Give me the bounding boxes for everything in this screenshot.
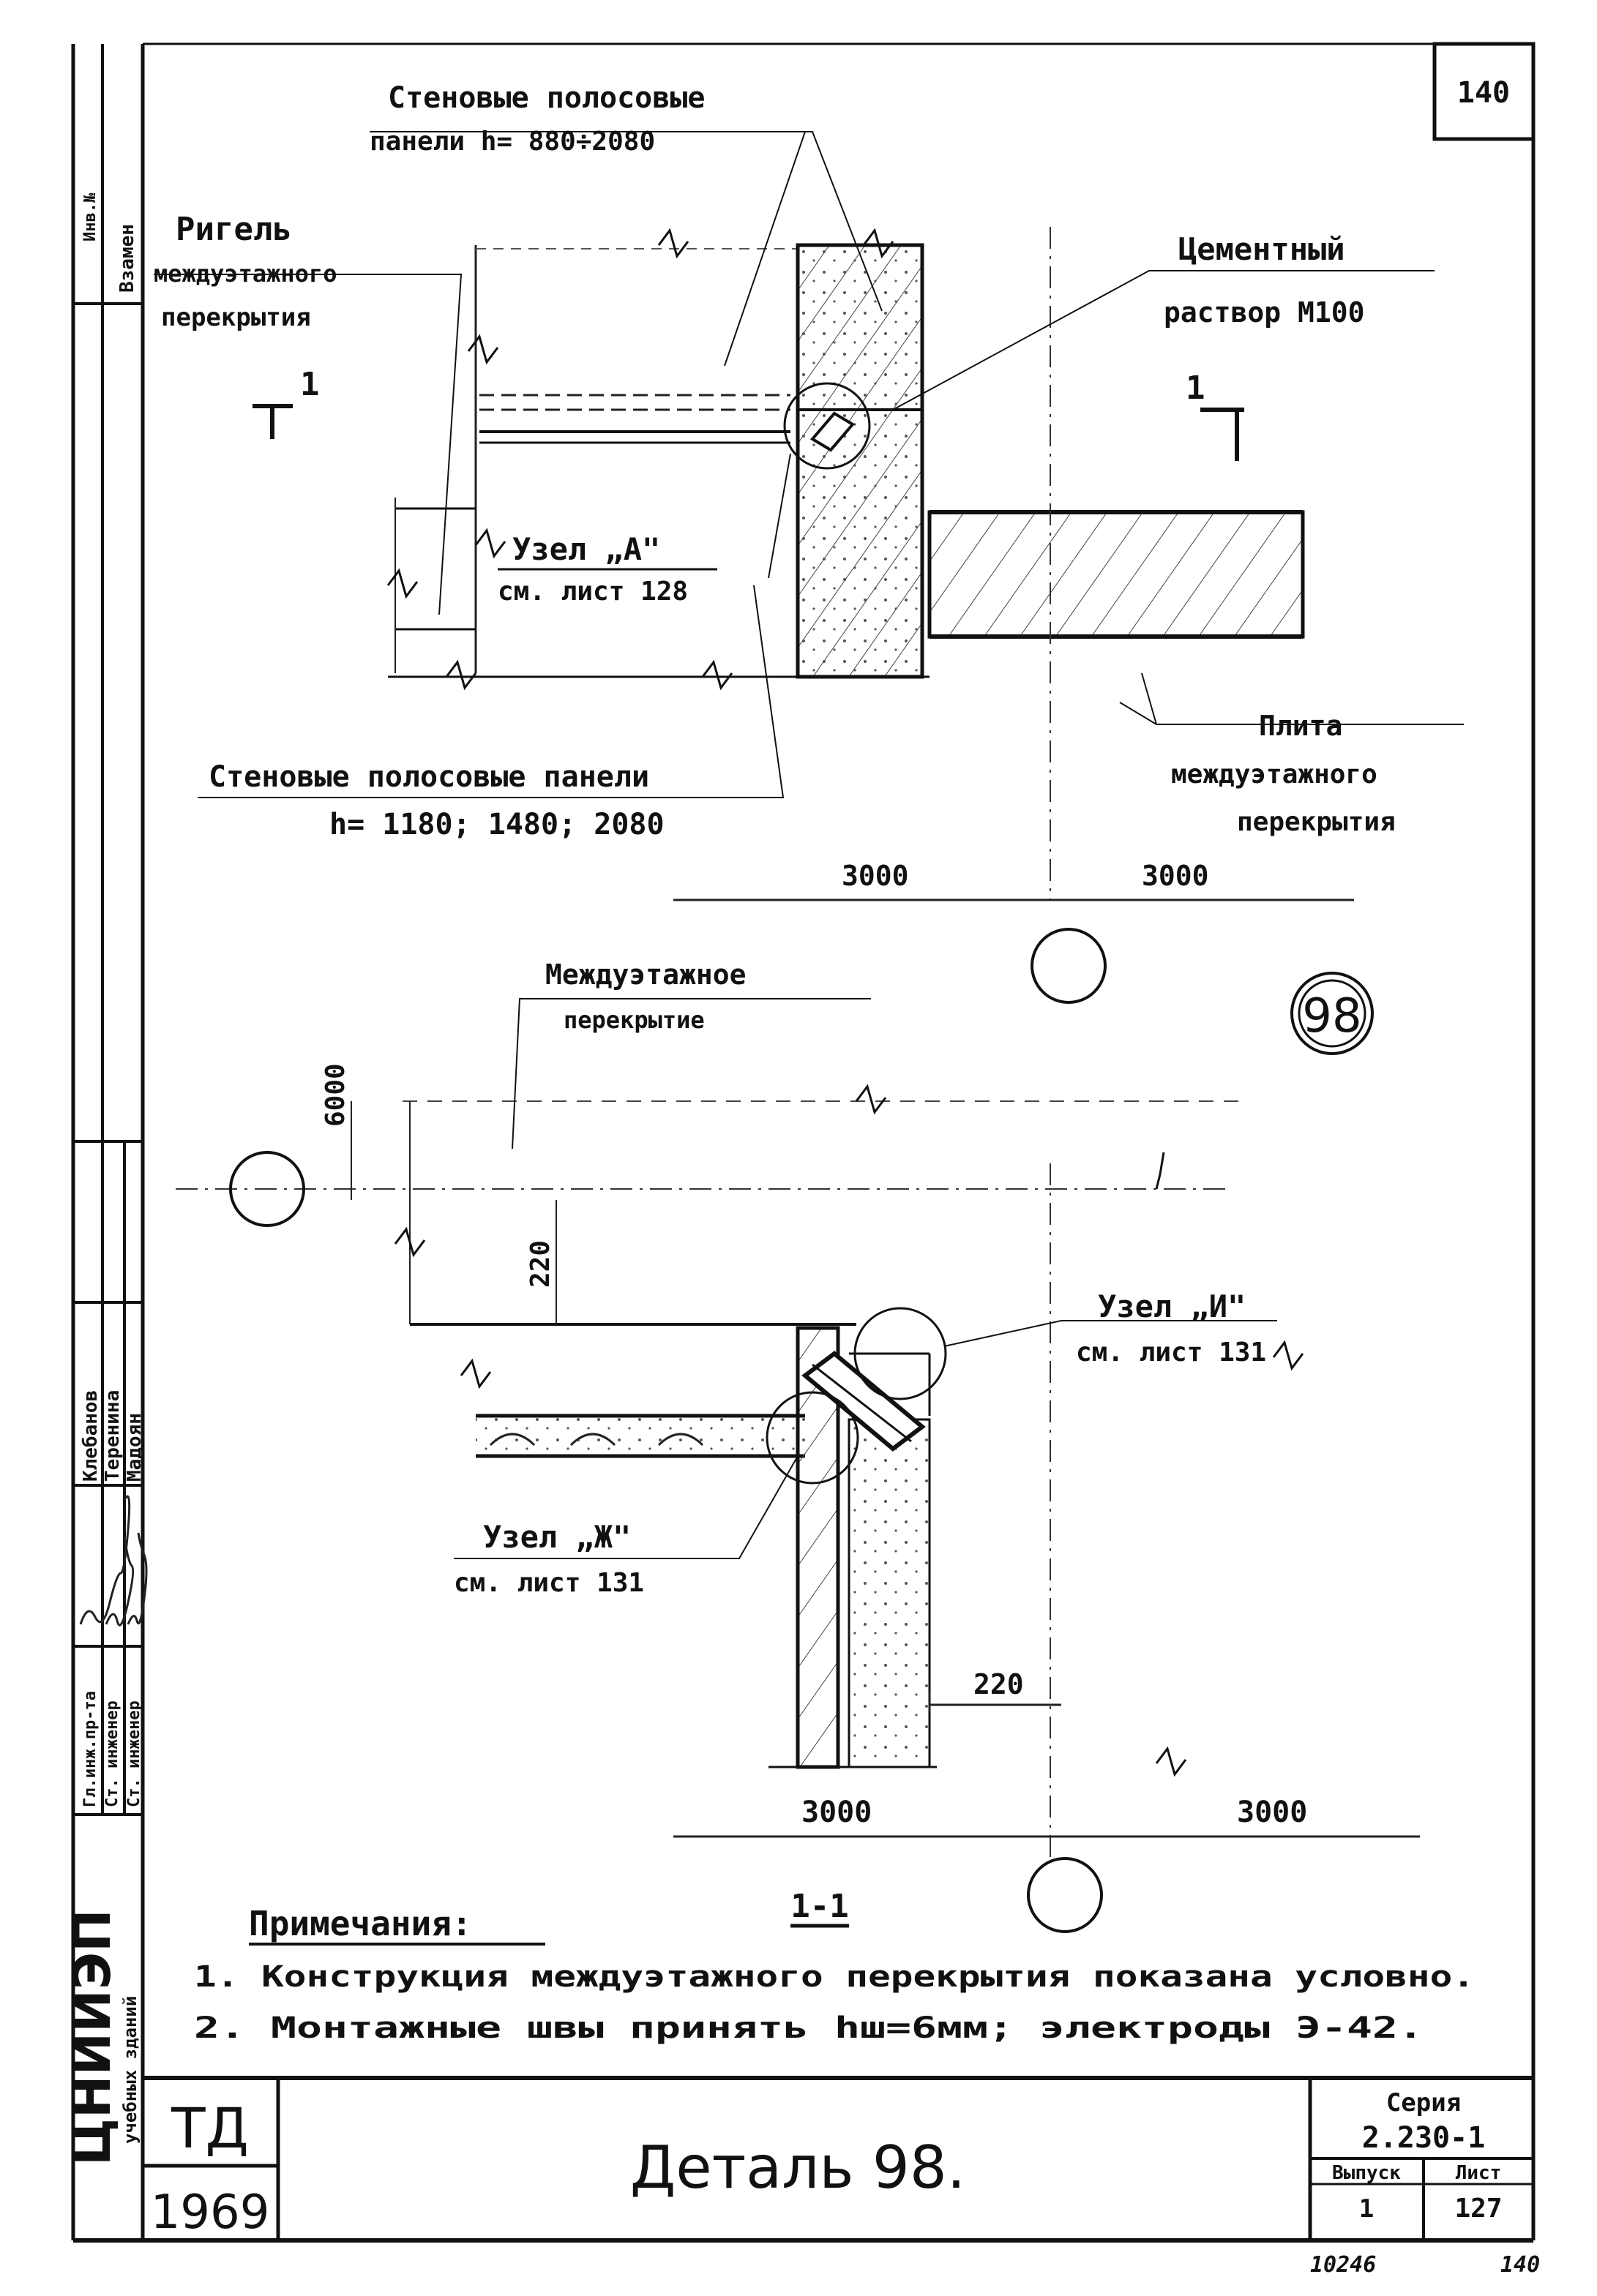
node-zh-line1: Узел „Ж" (483, 1519, 631, 1555)
vzamen-label: Взамен (116, 224, 138, 293)
node-a-line1: Узел „А" (512, 531, 660, 567)
dim-bottom-left: 3000 (801, 1796, 872, 1829)
org-subtitle: учебных зданий (120, 1996, 141, 2144)
dim-top-right: 3000 (1142, 860, 1209, 892)
sheet-value: 127 (1454, 2194, 1502, 2224)
wall-panels-top-line1: Стеновые полосовые (388, 81, 705, 115)
floor-line2: перекрытие (564, 1006, 705, 1034)
series-label: Серия (1386, 2088, 1461, 2117)
detail-badge-circle (1290, 972, 1374, 1055)
crossbar-line3: перекрытия (161, 303, 311, 332)
section-mark-left: 1 (300, 366, 320, 403)
stamp-row2-role: Ст. инженер (103, 1700, 121, 1807)
drawing-title: Деталь 98. (630, 2134, 965, 2202)
lower-section-view (176, 972, 1420, 1933)
dim-vertical-220: 220 (526, 1240, 556, 1288)
slab-line1: Плита (1259, 710, 1342, 742)
bottom-left-code: 10246 (1310, 2252, 1376, 2278)
axis-marker-bottom (1027, 1857, 1103, 1933)
bottom-right-code: 140 (1500, 2252, 1540, 2278)
slab-line3: перекрытия (1237, 807, 1396, 837)
notes-heading: Примечания: (249, 1904, 472, 1943)
td-label: ТД (171, 2096, 249, 2161)
slab-line2: междуэтажного (1171, 759, 1377, 789)
stamp-row3-role: Ст. инженер (125, 1700, 143, 1807)
note-item-2: 2. Монтажные швы принять hш=6мм; электро… (194, 2011, 1424, 2045)
wall-panels-top-line2: панели h= 880÷2080 (370, 127, 655, 157)
axis-marker-left (229, 1151, 305, 1227)
page-number: 140 (1457, 76, 1510, 110)
left-stamp-strip (73, 44, 143, 1816)
page-number-box (1432, 42, 1536, 141)
dim-horizontal-220: 220 (973, 1668, 1024, 1700)
series-value: 2.230-1 (1362, 2121, 1486, 2155)
sheet-frame (71, 42, 1536, 2243)
axis-marker-top (1031, 928, 1107, 1004)
note-item-1: 1. Конструкция междуэтажного перекрытия … (194, 1960, 1475, 1994)
node-i-line2: см. лист 131 (1076, 1338, 1266, 1368)
dim-bottom-right: 3000 (1237, 1796, 1307, 1829)
node-zh-circle (766, 1391, 859, 1485)
wall-panels-bottom-line1: Стеновые полосовые панели (209, 760, 649, 794)
node-a-circle (783, 382, 871, 470)
floor-line1: Междуэтажное (545, 958, 747, 991)
crossbar-line1: Ригель (176, 211, 292, 248)
issue-value: 1 (1359, 2194, 1374, 2224)
stamp-row2-name: Теренина (102, 1390, 124, 1482)
inv-label: Инв.№ (81, 192, 100, 241)
dim-vertical-6000: 6000 (321, 1063, 351, 1127)
title-block (143, 2076, 1533, 2240)
issue-label: Выпуск (1332, 2162, 1401, 2184)
node-i-circle (853, 1307, 947, 1400)
stamp-row1-role: Гл.инж.пр-та (81, 1691, 100, 1807)
mortar-line1: Цементный (1178, 231, 1345, 267)
stamp-signatures (79, 1495, 148, 1627)
sheet-label: Лист (1456, 2162, 1502, 2184)
dim-top-left: 3000 (842, 860, 909, 892)
mortar-line2: раствор М100 (1164, 296, 1365, 329)
year-label: 1969 (151, 2186, 270, 2240)
stamp-row1-name: Клебанов (80, 1390, 102, 1482)
upper-plan-view (154, 131, 1464, 1004)
wall-panels-bottom-line2: h= 1180; 1480; 2080 (329, 808, 665, 841)
section-label: 1-1 (790, 1888, 848, 1925)
stamp-row3-name: Мадоян (124, 1413, 146, 1482)
section-mark-right: 1 (1186, 369, 1205, 407)
node-zh-line2: см. лист 131 (454, 1568, 644, 1598)
node-i-line1: Узел „И" (1098, 1288, 1246, 1324)
org-name: ЦНИИЭП (62, 1909, 122, 2166)
crossbar-line2: междуэтажного (154, 260, 337, 288)
detail-badge: 98 (1302, 989, 1361, 1043)
node-a-line2: см. лист 128 (498, 577, 688, 607)
